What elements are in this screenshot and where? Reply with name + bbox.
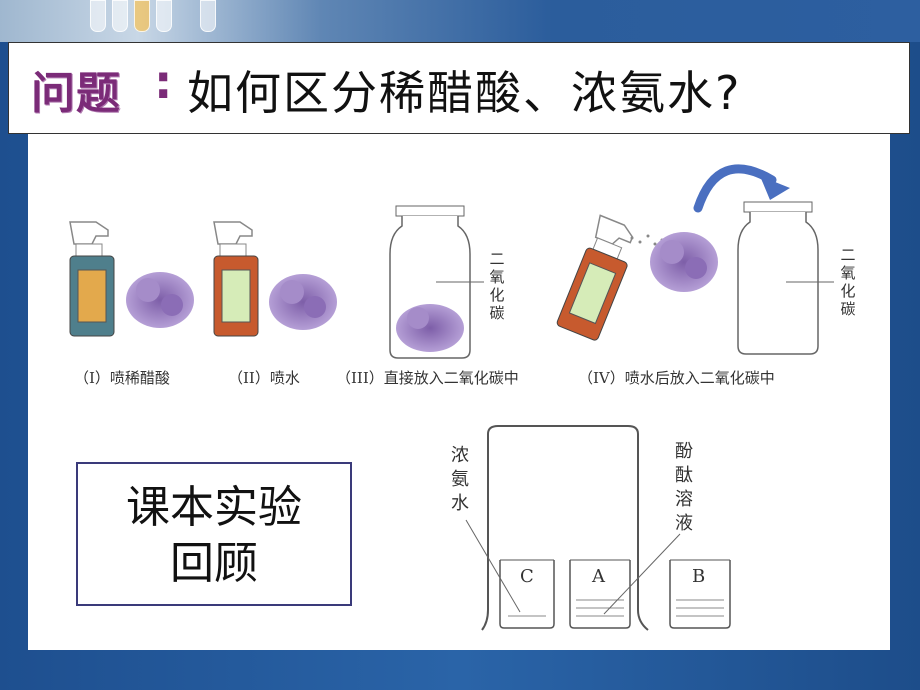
title-box: 问题 : 如何区分稀醋酸、浓氨水? — [8, 42, 910, 134]
flower-2 — [269, 274, 337, 330]
test-tube-image — [134, 0, 150, 32]
gas-label-co2: 二氧化碳 — [489, 250, 505, 322]
test-tube-image — [112, 0, 128, 32]
review-line-2: 回顾 — [170, 538, 258, 589]
flower-1 — [126, 272, 194, 328]
label-phenolphthalein: 酚酞溶液 — [675, 441, 693, 534]
beaker-a — [569, 559, 631, 629]
beaker-c — [499, 559, 555, 629]
review-text: 课本实验 回顾 — [78, 480, 350, 592]
caption-spray-water: （II）喷水 — [228, 369, 300, 387]
beaker-c-label: C — [520, 566, 534, 587]
review-box: 课本实验 回顾 — [76, 462, 352, 606]
bell-jar — [481, 425, 649, 631]
label-leader-lines — [465, 519, 681, 615]
beaker-b — [669, 559, 731, 629]
curved-arrow-icon — [693, 164, 790, 213]
test-tube-image — [90, 0, 106, 32]
beaker-a-label: A — [592, 566, 605, 587]
review-line-1: 课本实验 — [126, 482, 302, 533]
caption-water-then-co2: （IV）喷水后放入二氧化碳中 — [578, 369, 775, 387]
caption-direct-co2: （III）直接放入二氧化碳中 — [336, 369, 519, 387]
gas-label-co2: 二氧化碳 — [840, 246, 856, 318]
beaker-b-label: B — [692, 566, 706, 587]
title-prefix: 问题 — [31, 68, 121, 119]
spray-bottle-vinegar — [69, 221, 115, 337]
page-title: 如何区分稀醋酸、浓氨水? — [187, 66, 742, 120]
gas-jar-2 — [737, 201, 834, 355]
spray-bottle-water — [213, 221, 259, 337]
flower-3 — [650, 232, 718, 292]
test-tube-image — [156, 0, 172, 32]
spray-bottle-tilted — [556, 214, 634, 341]
header-photo-strip — [0, 0, 920, 42]
test-tube-image — [200, 0, 216, 32]
label-ammonia: 浓氨水 — [451, 445, 469, 514]
caption-spray-vinegar: （I）喷稀醋酸 — [74, 369, 170, 387]
title-colon: : — [154, 55, 173, 109]
gas-jar-1 — [389, 205, 484, 359]
